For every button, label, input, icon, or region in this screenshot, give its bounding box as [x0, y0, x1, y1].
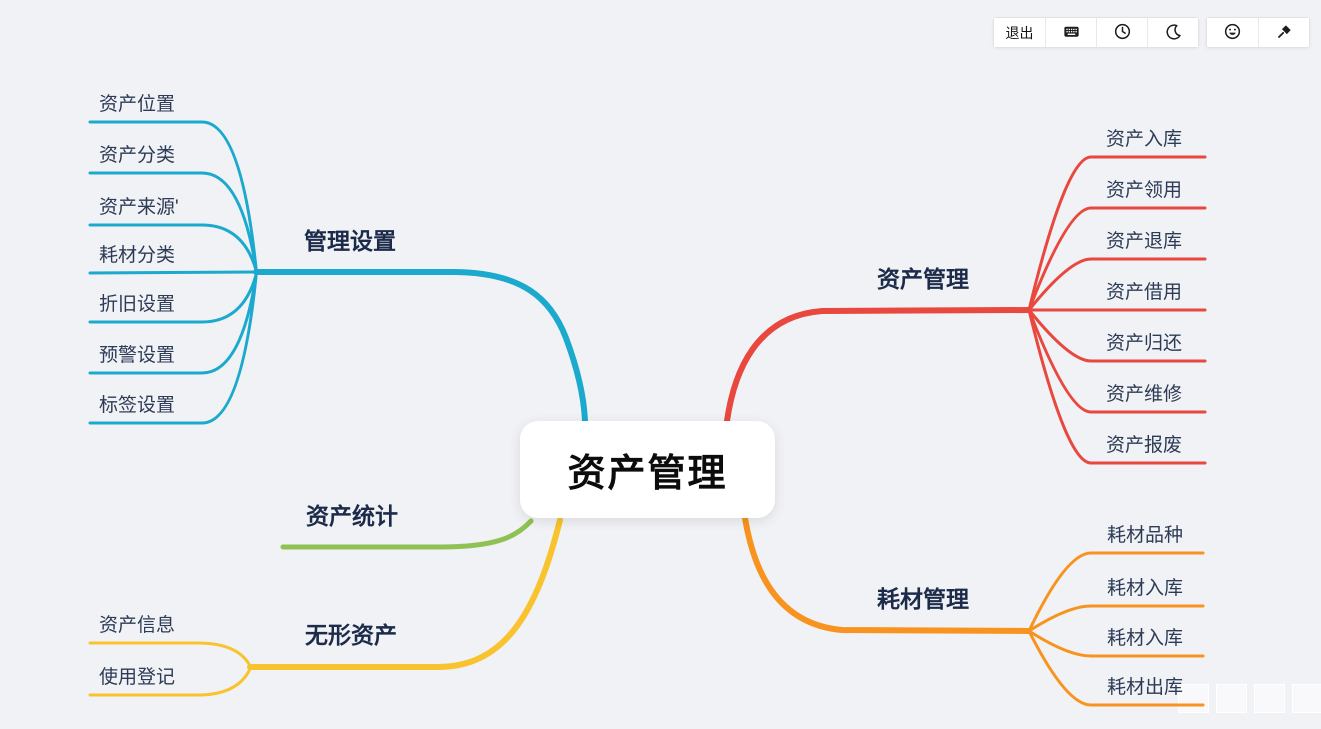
- child-line: [1027, 308, 1207, 363]
- child-line: [88, 274, 258, 375]
- child-topic[interactable]: 资产来源': [99, 197, 179, 218]
- child-topic[interactable]: 资产维修: [1106, 384, 1183, 405]
- child-topic[interactable]: 标签设置: [99, 395, 176, 416]
- pin-button[interactable]: [1258, 18, 1309, 47]
- child-line: [1027, 206, 1207, 312]
- child-line: [88, 120, 258, 270]
- child-line: [88, 641, 251, 666]
- branch-label-zichan-guanli[interactable]: 资产管理: [877, 266, 969, 292]
- child-line: [1027, 155, 1207, 312]
- child-line: [1027, 551, 1205, 633]
- keyboard-shortcuts-button[interactable]: [1045, 18, 1096, 47]
- child-line: [88, 669, 251, 697]
- child-line: [88, 275, 258, 425]
- child-topic[interactable]: 耗材入库: [1107, 578, 1184, 599]
- child-line: [1027, 308, 1207, 414]
- child-topic[interactable]: 资产信息: [99, 615, 176, 636]
- child-topic[interactable]: 耗材分类: [99, 245, 176, 266]
- moon-icon: [1164, 22, 1183, 44]
- watermark-square: [1254, 684, 1285, 713]
- child-topic[interactable]: 资产入库: [1106, 129, 1183, 150]
- branch-links-zichan-guanli: [724, 155, 1207, 465]
- root-topic-node[interactable]: 资产管理: [520, 421, 775, 518]
- child-line: [88, 273, 258, 324]
- child-line: [88, 171, 258, 271]
- child-topic[interactable]: 预警设置: [99, 345, 176, 366]
- child-topic[interactable]: 资产分类: [99, 145, 176, 166]
- child-topic[interactable]: 耗材品种: [1107, 525, 1184, 546]
- child-line: [1027, 629, 1205, 707]
- child-topic[interactable]: 资产借用: [1106, 282, 1183, 303]
- child-topic[interactable]: 耗材入库: [1107, 628, 1184, 649]
- child-line: [1027, 308, 1207, 465]
- branch-label-guanli-shezhi[interactable]: 管理设置: [304, 228, 396, 254]
- exit-button[interactable]: 退出: [994, 18, 1045, 47]
- child-topic[interactable]: 资产退库: [1106, 231, 1183, 252]
- branch-label-wuxing-zichan[interactable]: 无形资产: [305, 622, 397, 648]
- child-line: [88, 270, 258, 275]
- child-line: [88, 223, 258, 272]
- branch-links-haocai-guanli: [742, 515, 1205, 707]
- branch-links-zichan-tongji: [280, 518, 534, 550]
- branch-links-guanli-shezhi: [88, 120, 588, 425]
- branch-label-zichan-tongji[interactable]: 资产统计: [306, 503, 398, 529]
- child-topic[interactable]: 资产领用: [1106, 180, 1183, 201]
- watermark-square: [1178, 684, 1209, 713]
- watermark-square: [1216, 684, 1247, 713]
- child-line: [1027, 257, 1207, 312]
- branch-label-haocai-guanli[interactable]: 耗材管理: [877, 586, 969, 612]
- branch-line: [280, 518, 534, 550]
- toolbar-group-extra: [1206, 17, 1310, 48]
- keyboard-icon: [1062, 22, 1081, 44]
- child-topic[interactable]: 使用登记: [99, 667, 176, 688]
- branch-links-wuxing-zichan: [88, 517, 563, 697]
- branch-line: [724, 307, 1032, 424]
- branch-line: [742, 515, 1032, 634]
- toolbar-group-main: 退出: [993, 17, 1199, 48]
- child-topic[interactable]: 资产报废: [1106, 435, 1183, 456]
- child-topic[interactable]: 耗材出库: [1107, 677, 1184, 698]
- dark-mode-button[interactable]: [1147, 18, 1198, 47]
- emoji-icon: [1223, 22, 1242, 44]
- branch-line: [253, 269, 588, 424]
- branch-line: [247, 517, 563, 670]
- emoji-button[interactable]: [1207, 18, 1258, 47]
- toolbar: 退出: [993, 17, 1310, 48]
- pin-icon: [1275, 22, 1294, 44]
- watermark-square: [1292, 684, 1321, 713]
- child-line: [1027, 604, 1205, 633]
- child-topic[interactable]: 折旧设置: [99, 294, 176, 315]
- clock-icon: [1113, 22, 1132, 44]
- child-topic[interactable]: 资产位置: [99, 94, 176, 115]
- child-topic[interactable]: 资产归还: [1106, 333, 1183, 354]
- child-line: [1027, 629, 1205, 658]
- history-button[interactable]: [1096, 18, 1147, 47]
